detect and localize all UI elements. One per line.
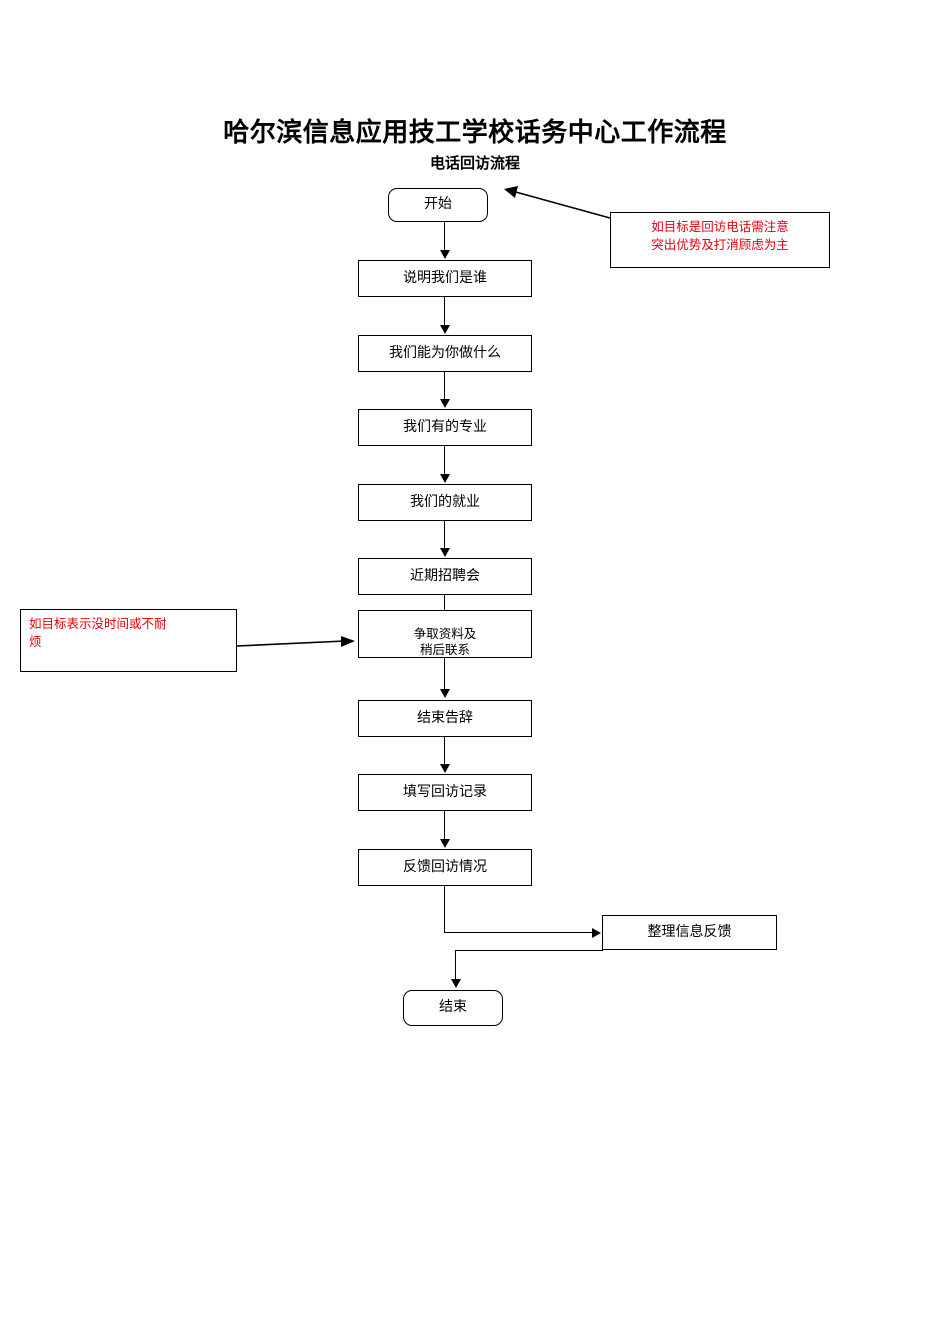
node-end[interactable]: 结束 [403,990,503,1026]
arrowhead-getinfo-to-farewell [440,689,450,698]
connector-organize-to-end [455,950,603,951]
arrowhead-callout-notime [341,636,355,647]
node-collect-info-contact-later[interactable]: 争取资料及 稍后联系 [358,610,532,658]
node-our-majors-label: 我们有的专业 [403,419,487,435]
node-start-label: 开始 [424,197,452,213]
arrowhead-employ-to-jobfair [440,548,450,557]
connector-jobfair-to-getinfo [444,595,445,610]
arrowhead-who-to-what [440,325,450,334]
node-end-label: 结束 [439,1000,467,1016]
arrowhead-what-to-major [440,399,450,408]
note-callback-reminder-line2: 突出优势及打消顾虑为主 [651,238,789,253]
note-no-time-reminder: 如目标表示没时间或不耐 烦 [20,609,237,672]
arrowhead-major-to-employ [440,474,450,483]
node-organize-info-feedback[interactable]: 整理信息反馈 [602,915,777,950]
arrowhead-callout-callback [504,186,518,198]
node-recent-job-fair-label: 近期招聘会 [410,568,480,584]
connector-start-to-who [444,222,445,251]
arrowhead-start-to-who [440,250,450,259]
node-feedback-callback-status[interactable]: 反馈回访情况 [358,849,532,886]
connector-getinfo-to-farewell [444,658,445,690]
note-no-time-reminder-line2: 烦 [29,635,42,650]
connector-record-to-feedback [444,811,445,840]
node-end-farewell[interactable]: 结束告辞 [358,700,532,737]
arrowhead-record-to-feedback [440,839,450,848]
node-end-farewell-label: 结束告辞 [417,710,473,726]
connector-farewell-to-record [444,737,445,765]
node-feedback-callback-status-label: 反馈回访情况 [403,859,487,875]
arrowhead-farewell-to-record [440,764,450,773]
connector-employ-to-jobfair [444,521,445,549]
connector-organize-down [455,950,456,981]
connector-who-to-what [444,297,445,326]
arrowhead-organize-to-end [451,979,461,988]
connector-major-to-employ [444,446,445,475]
node-what-we-can-do-label: 我们能为你做什么 [389,345,501,361]
node-organize-info-feedback-label: 整理信息反馈 [647,924,732,940]
node-what-we-can-do[interactable]: 我们能为你做什么 [358,335,532,372]
node-start[interactable]: 开始 [388,188,488,222]
note-no-time-reminder-line1: 如目标表示没时间或不耐 [29,617,167,631]
note-callback-reminder: 如目标是回访电话需注意 突出优势及打消顾虑为主 [610,212,830,268]
node-fill-callback-record-label: 填写回访记录 [403,784,487,800]
callout-line-callback [511,190,611,219]
node-fill-callback-record[interactable]: 填写回访记录 [358,774,532,811]
node-recent-job-fair[interactable]: 近期招聘会 [358,558,532,595]
node-our-majors[interactable]: 我们有的专业 [358,409,532,446]
node-explain-who-we-are-label: 说明我们是谁 [403,270,487,286]
connector-feedback-down [444,886,445,933]
node-our-employment-label: 我们的就业 [410,494,480,510]
connector-feedback-to-organize [444,932,592,933]
page-subtitle: 电话回访流程 [429,156,520,172]
node-collect-info-contact-later-label: 争取资料及 稍后联系 [413,626,477,658]
arrowhead-feedback-to-organize [592,928,601,938]
page-title: 哈尔滨信息应用技工学校话务中心工作流程 [223,118,727,147]
callout-line-notime [236,640,346,647]
note-callback-reminder-line1: 如目标是回访电话需注意 [651,220,789,234]
node-explain-who-we-are[interactable]: 说明我们是谁 [358,260,532,297]
connector-what-to-major [444,372,445,400]
node-our-employment[interactable]: 我们的就业 [358,484,532,521]
